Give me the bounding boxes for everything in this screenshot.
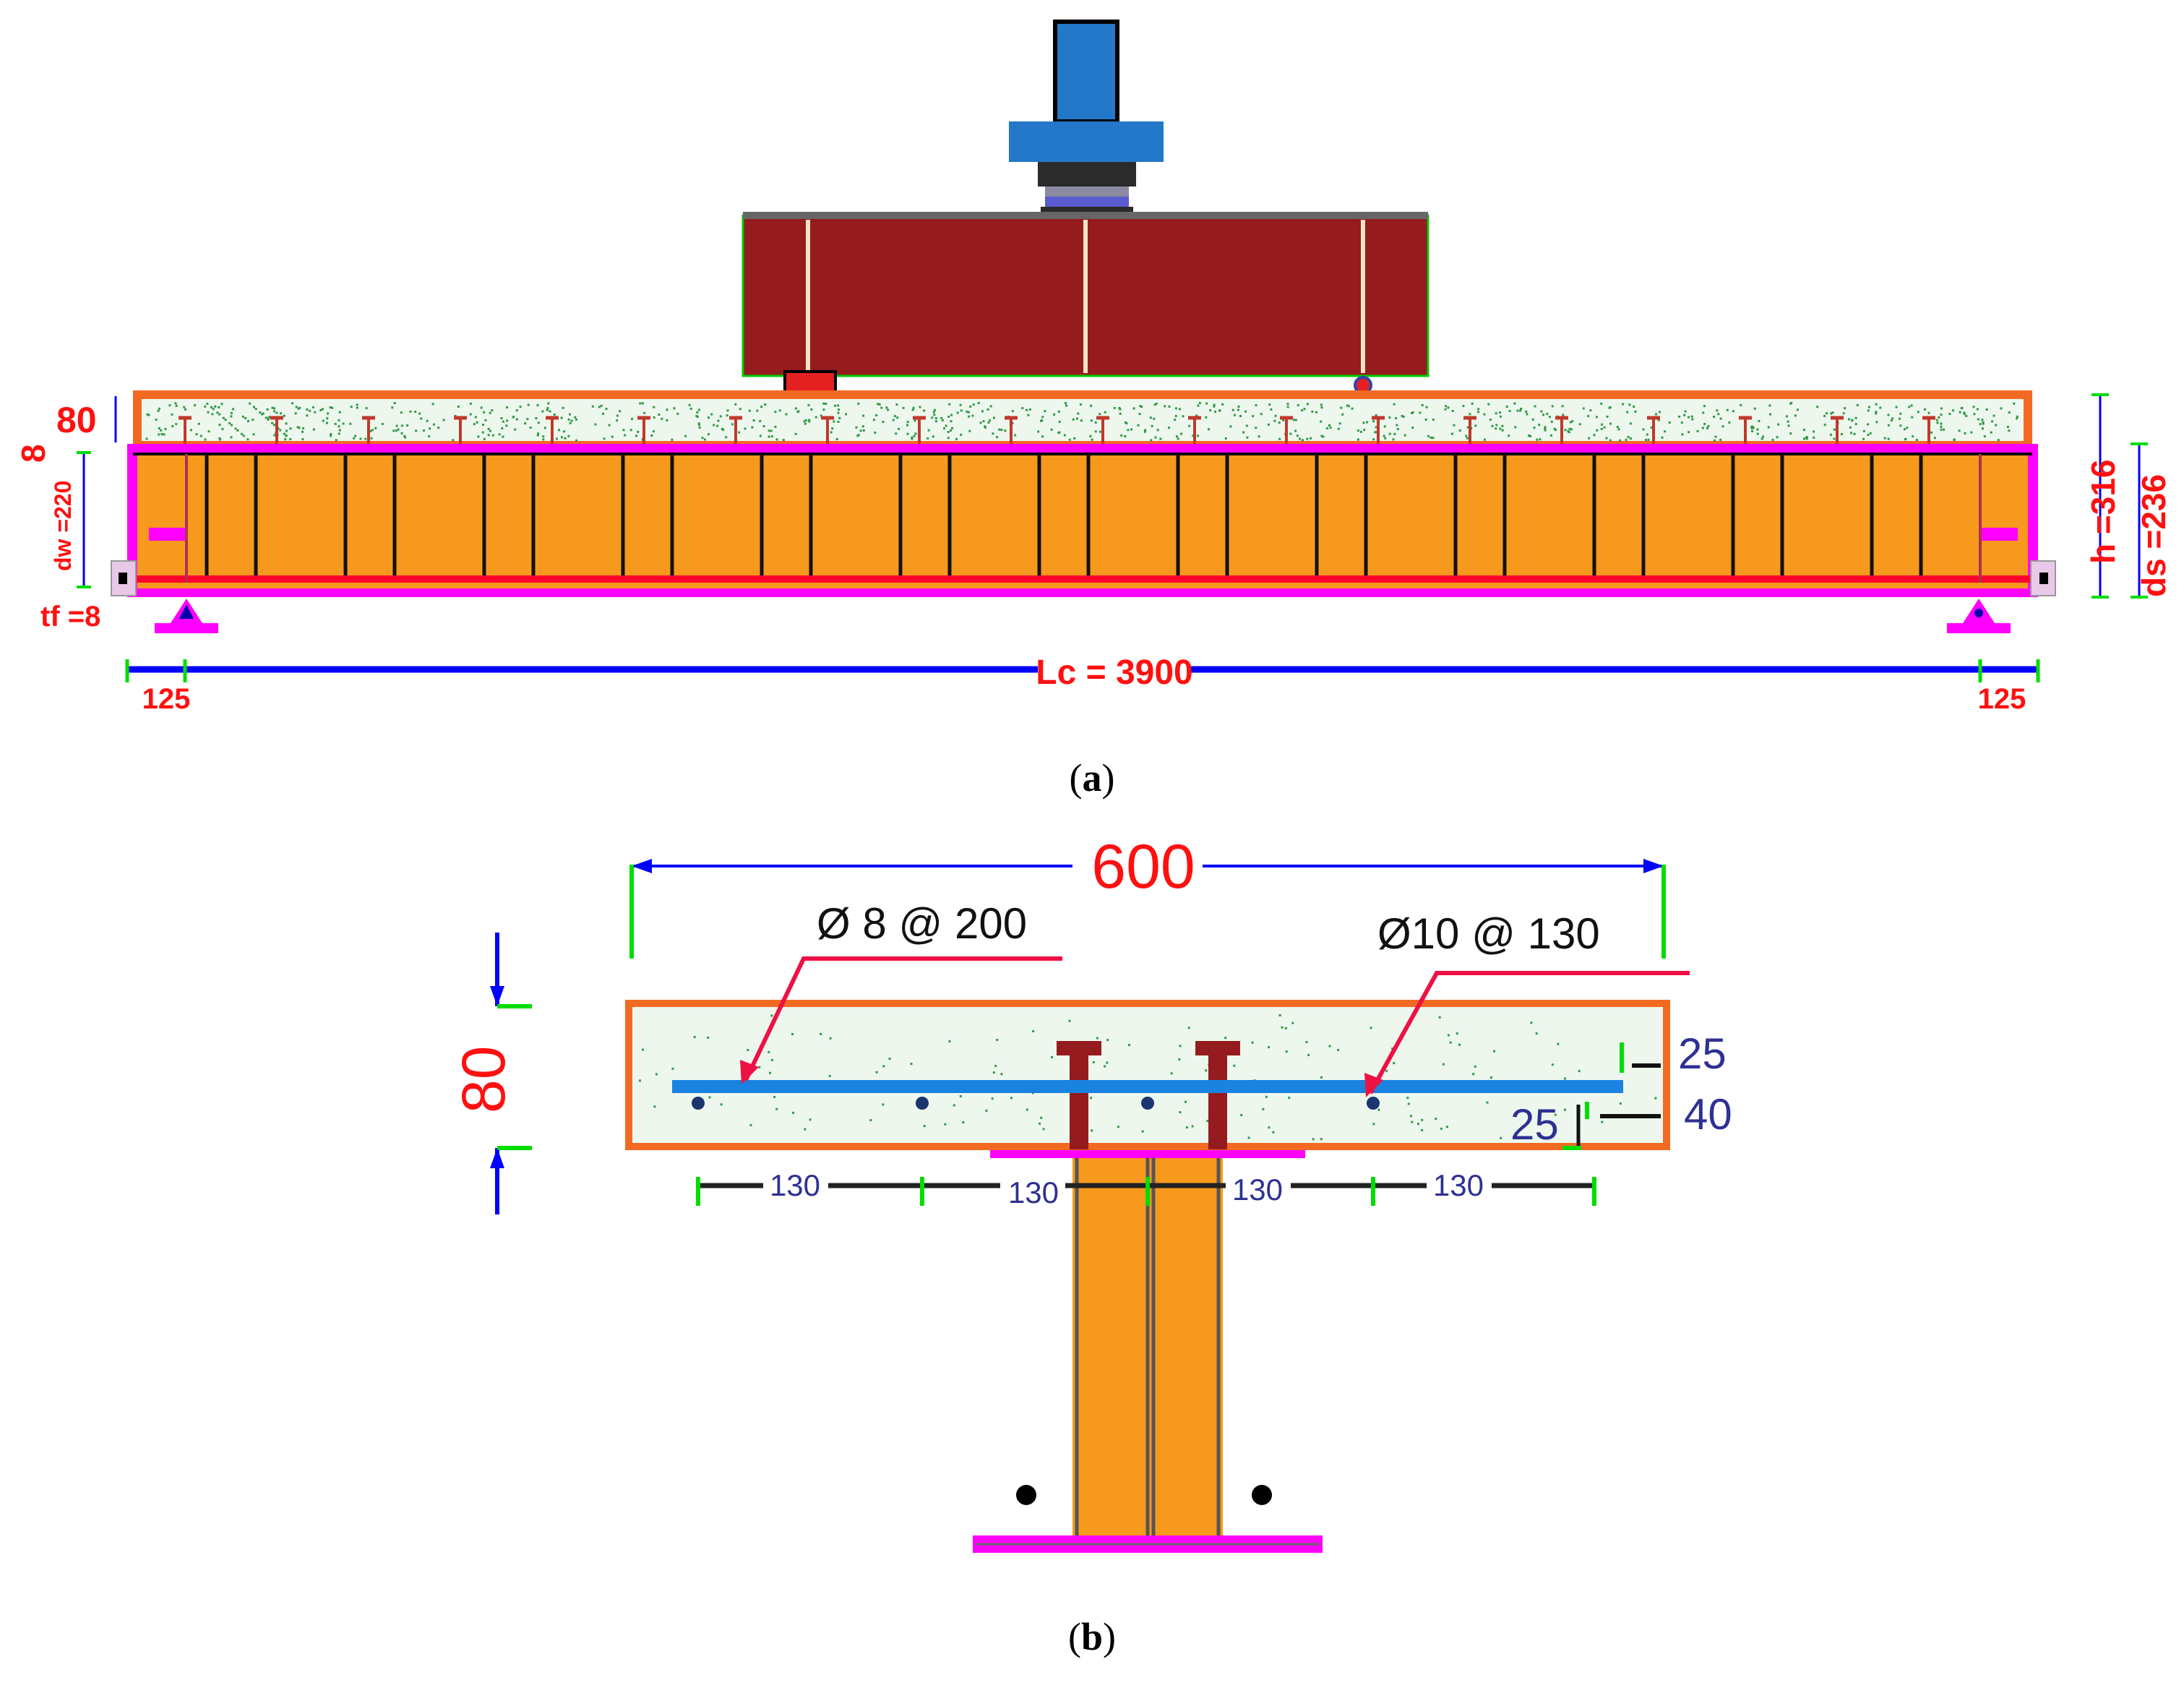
right-dimensions: h =316 ds =236 [2084,393,2172,599]
section-shear-studs [1057,1041,1240,1149]
rebar-right-label: Ø10 @ 130 [1377,909,1600,958]
flange-bottom-label: tf =8 [40,601,100,633]
total-height-label: h =316 [2084,460,2122,565]
twin-steel-girders [973,1148,1323,1553]
shear-studs [179,416,1935,444]
hydraulic-actuator [1009,20,1164,215]
longitudinal-rebar [1141,1097,1154,1110]
steel-depth-label: ds =236 [2135,474,2172,597]
transverse-rebar [672,1080,1623,1093]
top-flange [990,1148,1305,1158]
cover-top-label: 25 [1678,1029,1727,1078]
web-depth-label: dw =220 [50,481,76,571]
rebar-callouts: Ø 8 @ 200 Ø10 @ 130 [740,899,1690,1097]
web-stiffeners [205,454,1923,578]
left-support [155,599,218,633]
panel-b-cross-section: 600 80 [450,831,1732,1658]
slab-depth-label: 80 [450,1046,517,1113]
spacing-label-2: 130 [1008,1175,1059,1209]
flange-top-label: 8 [14,444,52,463]
rebar-left-label: Ø 8 @ 200 [817,899,1027,948]
panel-a-elevation: 80 8 dw =220 tf =8 h =316 ds =236 [14,20,2172,800]
span-label: Lc = 3900 [1036,654,1193,692]
loading-beam [741,212,1430,399]
longitudinal-rebar [916,1097,929,1110]
rebar-spacing-dimensions: 130 130 130 130 [696,1168,1596,1209]
slab-thickness-label: 80 [56,400,97,440]
slab-width-dimension: 600 [629,831,1666,959]
left-dimensions: 80 8 dw =220 tf =8 [14,396,117,633]
span-dimension: Lc = 3900 125 125 [125,651,2040,715]
right-offset-label: 125 [1978,683,2026,715]
spacing-label-3: 130 [1232,1173,1283,1207]
cover-dimensions: 25 25 40 [1510,1029,1732,1150]
panel-b-caption: (b) [1068,1615,1116,1658]
cover-bottom-label: 25 [1510,1100,1559,1149]
panel-a-caption: (a) [1070,756,1115,800]
longitudinal-rebar [1367,1097,1380,1110]
longitudinal-rebar [692,1097,705,1110]
spacing-label-1: 130 [770,1168,820,1202]
slab-width-label: 600 [1091,832,1195,901]
slab-depth-dimension: 80 [450,933,532,1214]
slab-cross-section [625,1000,1670,1150]
right-support [1947,599,2011,633]
rebar-level-label: 40 [1684,1090,1732,1139]
left-offset-label: 125 [142,683,191,715]
spacing-label-4: 130 [1433,1168,1484,1202]
steel-beam [111,444,2056,597]
